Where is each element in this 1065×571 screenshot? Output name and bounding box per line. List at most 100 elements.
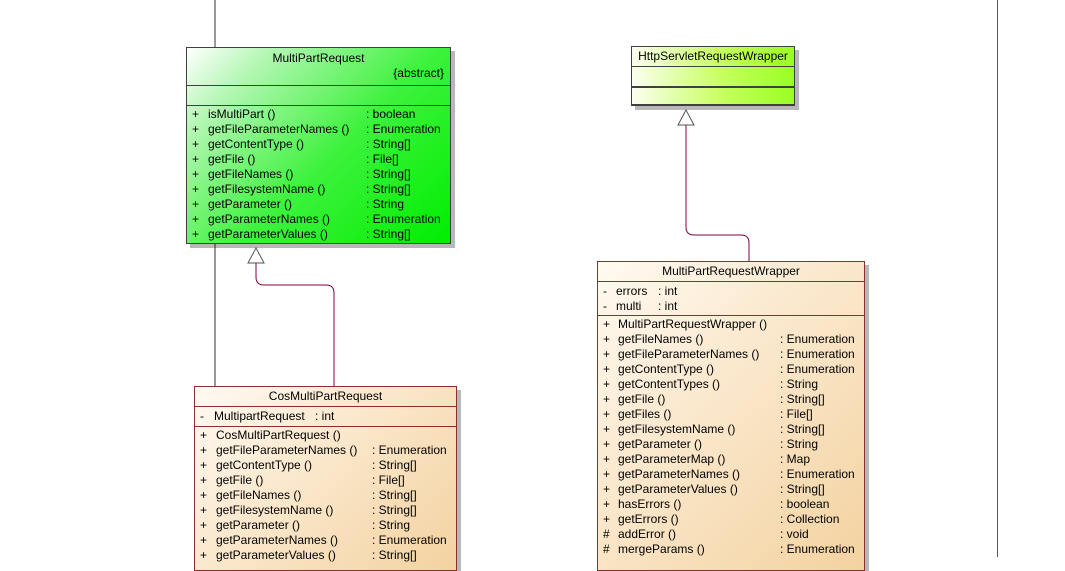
operation-row: +getFileParameterNames (): Enumeration: [187, 122, 450, 137]
operations-compartment: [632, 87, 794, 105]
attributes-compartment: [187, 86, 450, 106]
attribute-row: -errors: int: [598, 284, 864, 299]
class-name: MultiPartRequestWrapper: [662, 264, 800, 278]
operation-name: getErrors (): [618, 512, 679, 526]
visibility-marker: +: [200, 473, 208, 487]
attribute-row: -multi: int: [598, 299, 864, 314]
operation-name: getParameterValues (): [618, 482, 738, 496]
operation-type: : File[]: [372, 473, 405, 487]
operation-name: getFileNames (): [216, 488, 302, 502]
visibility-marker: +: [603, 407, 611, 421]
attributes-compartment: [632, 67, 794, 87]
visibility-marker: +: [200, 428, 208, 442]
operation-row: + isMultiPart () : boolean: [187, 107, 450, 122]
class-header: MultiPartRequestWrapper: [598, 262, 864, 282]
operation-type: : Collection: [780, 512, 840, 526]
operation-type: : Enumeration: [780, 542, 855, 556]
attribute-type: : int: [658, 299, 678, 313]
operation-name: getParameterNames (): [216, 533, 339, 547]
attribute-name: errors: [616, 284, 648, 298]
visibility-marker: -: [200, 409, 204, 423]
class-multipartrequest[interactable]: MultiPartRequest {abstract} + isMultiPart…: [186, 47, 451, 244]
visibility-marker: +: [192, 107, 200, 121]
operation-type: : boolean: [366, 107, 416, 121]
operation-type: : Enumeration: [780, 347, 855, 361]
operation-name: getParameterValues (): [208, 227, 328, 241]
canvas-right-border: [997, 0, 998, 557]
operation-type: : String[]: [366, 167, 411, 181]
operation-type: : String: [372, 518, 411, 532]
operation-type: : String[]: [366, 182, 411, 196]
visibility-marker: +: [603, 392, 611, 406]
operation-type: : String[]: [366, 227, 411, 241]
operation-row: +getFileNames (): String[]: [195, 488, 456, 503]
operation-name: getFilesystemName (): [216, 503, 334, 517]
visibility-marker: +: [603, 452, 611, 466]
class-header: CosMultiPartRequest: [195, 387, 456, 407]
operation-row: +getContentType (): Enumeration: [598, 362, 864, 377]
uml-class-diagram: MultiPartRequest {abstract} + isMultiPart…: [186, 0, 998, 571]
operation-name: getFileParameterNames (): [216, 443, 358, 457]
operation-name: getContentTypes (): [618, 377, 721, 391]
operation-row: +getParameter (): String: [195, 518, 456, 533]
operation-row: #mergeParams (): Enumeration: [598, 542, 864, 557]
operation-type: : Enumeration: [372, 443, 447, 457]
visibility-marker: +: [192, 197, 200, 211]
visibility-marker: +: [603, 422, 611, 436]
operation-type: : String[]: [372, 488, 417, 502]
operation-type: : Enumeration: [780, 362, 855, 376]
operation-row: +getFileNames (): Enumeration: [598, 332, 864, 347]
generalization-wrapper-to-http: [685, 125, 750, 261]
class-name: CosMultiPartRequest: [268, 389, 383, 403]
operation-name: getFile (): [208, 152, 256, 166]
operation-row: +hasErrors (): boolean: [598, 497, 864, 512]
operation-name: isMultiPart (): [208, 107, 276, 121]
operation-type: : String[]: [372, 458, 417, 472]
visibility-marker: +: [200, 518, 208, 532]
operation-row: +getContentType (): String[]: [187, 137, 450, 152]
class-name: MultiPartRequest: [272, 51, 365, 65]
class-multipartrequestwrapper[interactable]: MultiPartRequestWrapper -errors: int -mu…: [597, 261, 865, 571]
visibility-marker: +: [603, 482, 611, 496]
operation-row: +getContentTypes (): String: [598, 377, 864, 392]
visibility-marker: #: [603, 542, 610, 556]
operation-row: +getParameterNames (): Enumeration: [195, 533, 456, 548]
visibility-marker: +: [192, 152, 200, 166]
visibility-marker: +: [603, 467, 611, 481]
operation-row: +getParameterMap (): Map: [598, 452, 864, 467]
visibility-marker: +: [603, 512, 611, 526]
operation-type: : String: [366, 197, 405, 211]
operation-row: + getFilesystemName () : String[]: [598, 422, 864, 437]
operation-name: getFileNames (): [208, 167, 294, 181]
operation-type: : Enumeration: [780, 332, 855, 346]
class-cosmultipartrequest[interactable]: CosMultiPartRequest -MultipartRequest: i…: [194, 386, 457, 571]
visibility-marker: #: [603, 527, 610, 541]
operation-type: : Enumeration: [372, 533, 447, 547]
operation-name: getContentType (): [618, 362, 715, 376]
class-header: MultiPartRequest {abstract}: [187, 48, 450, 86]
operation-row: +getFilesystemName (): String[]: [195, 503, 456, 518]
operation-row: +getFilesystemName (): String[]: [187, 182, 450, 197]
operation-type: : void: [780, 527, 809, 541]
attribute-type: : int: [315, 409, 335, 423]
operation-row: +getFiles (): File[]: [598, 407, 864, 422]
operation-row: +getParameterNames (): Enumeration: [187, 212, 450, 227]
operation-type: : Enumeration: [366, 122, 441, 136]
operation-row: +getFile (): String[]: [598, 392, 864, 407]
class-httpservletrequestwrapper[interactable]: HttpServletRequestWrapper: [631, 46, 795, 106]
operation-row: +getParameterValues (): String[]: [187, 227, 450, 242]
operation-type: : String[]: [780, 422, 825, 436]
visibility-marker: -: [603, 299, 607, 313]
operation-type: : String[]: [780, 392, 825, 406]
class-stereotype: {abstract}: [393, 66, 444, 80]
visibility-marker: +: [603, 377, 611, 391]
operation-name: getFileNames (): [618, 332, 704, 346]
visibility-marker: +: [200, 548, 208, 562]
visibility-marker: +: [192, 212, 200, 226]
operation-name: getFilesystemName (): [618, 422, 736, 436]
operation-row: +getParameterValues (): String[]: [195, 548, 456, 563]
operation-type: : String[]: [372, 548, 417, 562]
visibility-marker: +: [192, 137, 200, 151]
operations-compartment: + isMultiPart () : boolean +getFileParamet…: [187, 106, 450, 242]
operation-row: +getParameterValues (): String[]: [598, 482, 864, 497]
